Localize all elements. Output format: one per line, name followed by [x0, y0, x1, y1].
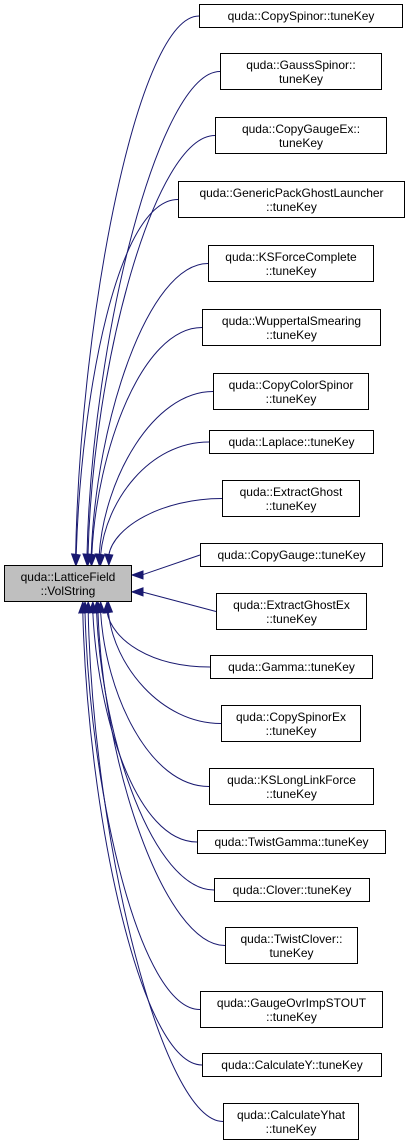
- arrowhead-copygauge-tunekey: [130, 570, 144, 580]
- edge-gaussspinor-tunekey: [86, 71, 221, 556]
- edge-extractghostex-tunekey: [141, 591, 217, 612]
- edge-copygauge-tunekey: [141, 554, 201, 576]
- caller-node-copygaugeex-tunekey[interactable]: quda::CopyGaugeEx::tuneKey: [215, 117, 387, 154]
- node-label-line: ::tuneKey: [265, 723, 317, 738]
- edge-copycolorspinor-tunekey: [98, 391, 214, 556]
- caller-node-copyspinor-tunekey[interactable]: quda::CopySpinor::tuneKey: [199, 4, 403, 28]
- node-label-line: quda::KSForceComplete: [225, 249, 357, 264]
- arrowhead-extractghostex-tunekey: [130, 587, 144, 597]
- node-label-line: ::tuneKey: [266, 611, 317, 626]
- node-label-line: quda::CopyGaugeEx::: [241, 121, 361, 136]
- node-label-line: quda::Clover::tuneKey: [232, 883, 352, 897]
- node-label-line: quda::CopyGauge::tuneKey: [217, 548, 366, 562]
- node-label-line: quda::Gamma::tuneKey: [228, 660, 355, 674]
- node-label-line: ::tuneKey: [265, 498, 317, 513]
- node-label-line: ::tuneKey: [265, 391, 317, 406]
- node-label-line: quda::TwistGamma::tuneKey: [214, 835, 369, 849]
- edge-genericpackghostlauncher-tunekey: [75, 199, 179, 556]
- caller-node-genericpackghostlauncher-tunekey[interactable]: quda::GenericPackGhostLauncher::tuneKey: [178, 181, 405, 218]
- node-label-line: quda::WuppertalSmearing: [221, 313, 362, 328]
- node-label-line: quda::CopySpinor::tuneKey: [227, 9, 375, 23]
- node-label-line: quda::GaugeOvrImpSTOUT: [216, 995, 367, 1010]
- caller-node-gaugeovrimpstout-tunekey[interactable]: quda::GaugeOvrImpSTOUT::tuneKey: [200, 991, 383, 1028]
- caller-node-calculatey-tunekey[interactable]: quda::CalculateY::tuneKey: [202, 1053, 382, 1077]
- edge-copyspinorex-tunekey: [107, 611, 222, 724]
- caller-node-kslonglinkforce-tunekey[interactable]: quda::KSLongLinkForce::tuneKey: [209, 768, 374, 805]
- node-label-line: quda::GaussSpinor::: [246, 57, 356, 72]
- node-label-line: tuneKey: [278, 71, 324, 86]
- node-label-line: ::tuneKey: [266, 199, 317, 214]
- edge-wuppertalsmearing-tunekey: [91, 327, 203, 556]
- node-label-line: quda::CalculateY::tuneKey: [221, 1058, 363, 1072]
- caller-node-laplace-tunekey[interactable]: quda::Laplace::tuneKey: [209, 430, 374, 454]
- caller-node-ksforcecomplete-tunekey[interactable]: quda::KSForceComplete::tuneKey: [208, 245, 374, 282]
- node-label-line: quda::LatticeField: [20, 569, 116, 584]
- node-label-line: quda::ExtractGhost: [239, 484, 343, 499]
- caller-node-copygauge-tunekey[interactable]: quda::CopyGauge::tuneKey: [200, 543, 383, 567]
- edge-calculateyhat-tunekey: [87, 611, 224, 1122]
- edge-calculatey-tunekey: [82, 611, 203, 1066]
- edge-gamma-tunekey: [106, 611, 211, 668]
- node-label-line: quda::GenericPackGhostLauncher: [199, 185, 384, 200]
- edge-ksforcecomplete-tunekey: [90, 263, 209, 556]
- node-label-line: quda::TwistClover::: [240, 931, 343, 946]
- arrowhead-wuppertalsmearing-tunekey: [87, 553, 97, 567]
- arrowhead-laplace-tunekey: [95, 553, 106, 567]
- edge-clover-tunekey: [96, 611, 215, 891]
- edge-laplace-tunekey: [100, 441, 210, 556]
- node-label-line: quda::ExtractGhostEx: [233, 597, 350, 612]
- caller-node-twistclover-tunekey[interactable]: quda::TwistClover::tuneKey: [225, 927, 358, 964]
- caller-node-twistgamma-tunekey[interactable]: quda::TwistGamma::tuneKey: [197, 830, 386, 854]
- node-label-line: quda::CalculateYhat: [236, 1107, 346, 1122]
- node-label-line: ::tuneKey: [266, 1009, 317, 1024]
- arrowhead-calculateyhat-tunekey: [83, 600, 93, 614]
- node-label-line: quda::Laplace::tuneKey: [228, 435, 355, 449]
- node-label-line: ::tuneKey: [266, 786, 317, 801]
- edge-extractghost-tunekey: [108, 498, 223, 556]
- caller-node-extractghostex-tunekey[interactable]: quda::ExtractGhostEx::tuneKey: [216, 593, 367, 630]
- arrowhead-genericpackghostlauncher-tunekey: [71, 553, 81, 567]
- arrowhead-copyspinorex-tunekey: [103, 600, 114, 614]
- caller-node-gamma-tunekey[interactable]: quda::Gamma::tuneKey: [210, 655, 373, 679]
- node-label-line: ::tuneKey: [266, 327, 317, 342]
- caller-node-copyspinorex-tunekey[interactable]: quda::CopySpinorEx::tuneKey: [221, 705, 361, 742]
- edge-twistclover-tunekey: [97, 611, 226, 946]
- caller-node-gaussspinor-tunekey[interactable]: quda::GaussSpinor::tuneKey: [220, 53, 382, 90]
- source-node-latticefield-volstring: quda::LatticeField::VolString: [4, 565, 132, 602]
- caller-node-extractghost-tunekey[interactable]: quda::ExtractGhost::tuneKey: [222, 480, 360, 517]
- caller-node-calculateyhat-tunekey[interactable]: quda::CalculateYhat::tuneKey: [223, 1103, 359, 1140]
- edge-twistgamma-tunekey: [92, 611, 198, 843]
- node-label-line: ::tuneKey: [265, 1121, 317, 1136]
- edge-copyspinor-tunekey: [75, 15, 200, 556]
- edge-kslonglinkforce-tunekey: [100, 611, 210, 787]
- node-label-line: ::VolString: [40, 583, 96, 598]
- caller-node-clover-tunekey[interactable]: quda::Clover::tuneKey: [214, 878, 370, 902]
- node-label-line: quda::KSLongLinkForce: [227, 772, 356, 787]
- node-label-line: tuneKey: [278, 135, 324, 150]
- node-label-line: quda::CopyColorSpinor: [228, 377, 354, 392]
- node-label-line: tuneKey: [269, 945, 314, 960]
- edge-copygaugeex-tunekey: [87, 135, 216, 556]
- arrowhead-extractghost-tunekey: [104, 553, 114, 567]
- caller-node-wuppertalsmearing-tunekey[interactable]: quda::WuppertalSmearing::tuneKey: [202, 309, 381, 346]
- node-label-line: quda::CopySpinorEx: [235, 709, 347, 724]
- edge-gaugeovrimpstout-tunekey: [84, 611, 201, 1010]
- caller-node-copycolorspinor-tunekey[interactable]: quda::CopyColorSpinor::tuneKey: [213, 373, 369, 410]
- arrowhead-twistclover-tunekey: [93, 600, 103, 614]
- node-label-line: ::tuneKey: [265, 263, 317, 278]
